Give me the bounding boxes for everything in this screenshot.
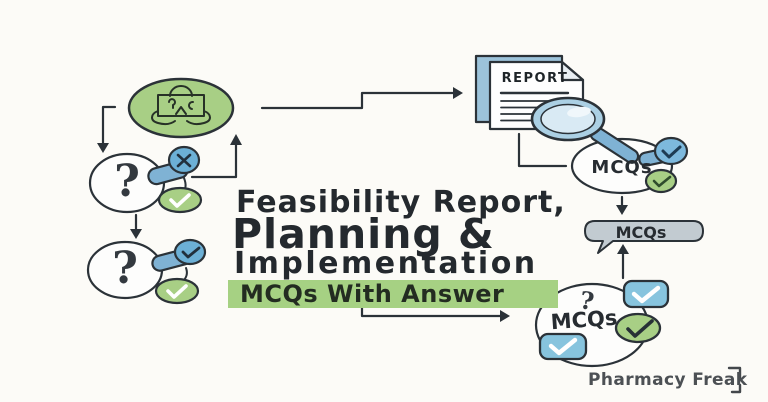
question-mark-bottom: ?	[578, 285, 596, 316]
title-line-3: Implementation	[234, 246, 538, 281]
title-line-2: Planning &	[232, 210, 495, 258]
arrow-green-to-q1	[97, 105, 117, 153]
arrow-q1-to-q2	[130, 213, 142, 239]
question-mark-2: ?	[112, 243, 138, 294]
check-badge-green	[154, 277, 200, 305]
connector-report-to-mcqs	[517, 132, 568, 168]
mcqs-bubble-label: MCQs	[615, 223, 667, 242]
brand-name: Pharmacy Freak	[588, 370, 748, 390]
open-book-icon	[151, 85, 211, 126]
brand-bracket-icon	[727, 366, 742, 394]
check-badge-green	[614, 312, 662, 344]
report-label: REPORT	[501, 71, 569, 86]
arrow-bottom-to-bubble	[617, 244, 629, 280]
check-badge-blue	[653, 136, 689, 166]
arrow-green-to-report	[260, 87, 463, 110]
mcqs-node-bottom	[534, 279, 670, 368]
check-badge-blue	[173, 238, 207, 266]
checkbox-top-right	[622, 279, 670, 309]
cross-badge	[167, 145, 201, 175]
study-node	[127, 77, 235, 139]
check-badge-green	[644, 168, 678, 194]
arrow-q1-to-green	[190, 134, 242, 179]
mcqs-node-top	[570, 136, 689, 195]
mcqs-bubble-shape	[584, 220, 704, 254]
arrow-answer-to-bottom	[360, 304, 510, 322]
question-mark-1: ?	[114, 156, 140, 207]
check-badge-green	[157, 186, 203, 214]
highlight-label: MCQs With Answer	[240, 280, 505, 308]
checkbox-bottom-left	[538, 332, 588, 361]
question-node-1	[88, 145, 203, 214]
magnifier-icon	[530, 96, 640, 164]
highlight-banner: MCQs With Answer	[228, 280, 558, 308]
mcqs-top-label: MCQs	[591, 157, 653, 178]
question-node-2	[86, 238, 207, 305]
arrow-mcqs-to-bubble	[616, 195, 628, 215]
title-line-1: Feasibility Report,	[236, 185, 566, 220]
